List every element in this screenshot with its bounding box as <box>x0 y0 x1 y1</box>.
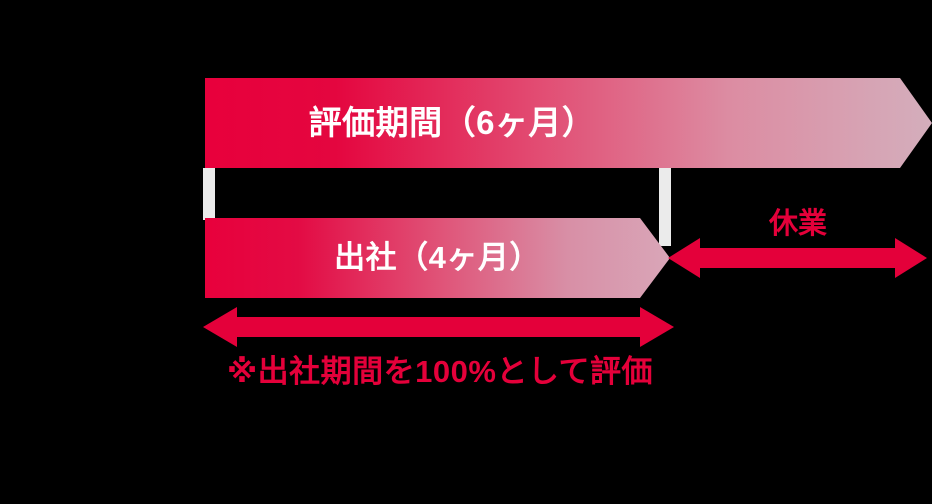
connector-line-left <box>203 168 215 220</box>
attendance-period-bar <box>205 218 670 298</box>
evaluation-note-arrow <box>203 307 674 347</box>
evaluation-period-bar <box>205 78 932 168</box>
evaluation-period-label: 評価期間（6ヶ月） <box>308 104 596 141</box>
connector-line-middle <box>659 168 671 246</box>
evaluation-note-label: ※出社期間を100%として評価 <box>227 354 653 389</box>
attendance-period-label: 出社（4ヶ月） <box>334 240 541 275</box>
leave-of-absence-arrow <box>668 238 927 278</box>
leave-of-absence-label: 休業 <box>768 208 827 240</box>
